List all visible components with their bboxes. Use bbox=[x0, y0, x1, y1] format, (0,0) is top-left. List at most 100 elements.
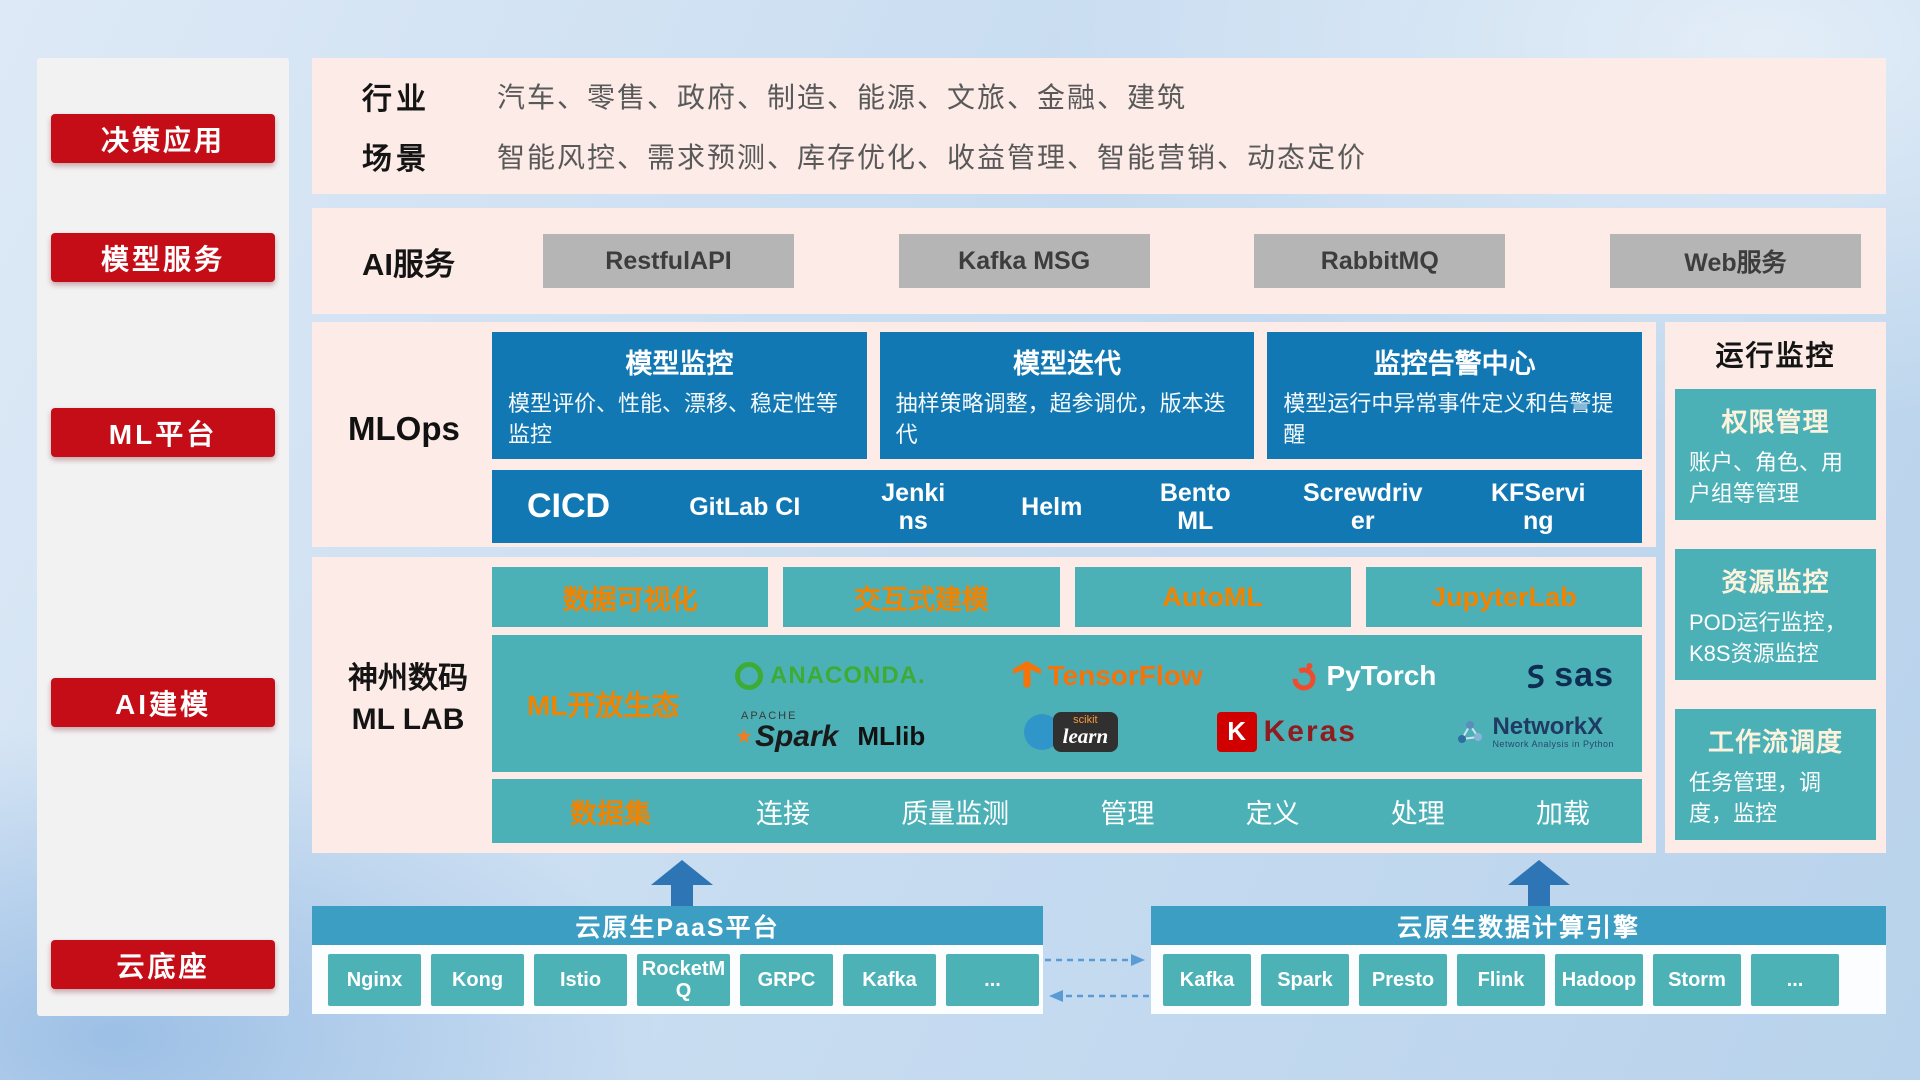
cicd-tool-helm: Helm bbox=[1021, 492, 1083, 521]
dataset-item-define: 定义 bbox=[1245, 798, 1300, 829]
ai-service-panel: AI服务 RestfulAPI Kafka MSG RabbitMQ Web服务 bbox=[312, 208, 1886, 314]
service-rabbitmq: RabbitMQ bbox=[1254, 234, 1506, 288]
apache-label: APACHE bbox=[741, 710, 798, 722]
networkx-name: NetworkX bbox=[1492, 712, 1604, 740]
ai-service-label: AI服务 bbox=[362, 246, 455, 282]
sidebar-item-cloud-base: 云底座 bbox=[51, 940, 275, 989]
engine-header: 云原生数据计算引擎 bbox=[1151, 906, 1886, 945]
cicd-label: CICD bbox=[527, 487, 611, 525]
networkx-logo: NetworkX Network Analysis in Python bbox=[1455, 714, 1614, 749]
keras-wordmark: Keras bbox=[1263, 714, 1357, 748]
mllab-label: 神州数码 ML LAB bbox=[324, 659, 492, 740]
spark-mllib-logo: APACHE ★ Spark MLlib bbox=[735, 711, 925, 752]
cicd-tools: GitLab CI Jenkins Helm BentoML Screwdriv… bbox=[647, 479, 1622, 535]
sas-wordmark: sas bbox=[1554, 656, 1614, 694]
dataset-label: 数据集 bbox=[570, 798, 651, 829]
dataset-item-manage: 管理 bbox=[1100, 798, 1155, 829]
sidebar-item-ai-modeling: AI建模 bbox=[51, 678, 275, 727]
dataset-item-load: 加载 bbox=[1535, 798, 1590, 829]
pytorch-logo: PyTorch bbox=[1289, 660, 1436, 692]
paas-chip-kafka: Kafka bbox=[843, 953, 936, 1006]
mllab-label-line1: 神州数码 bbox=[348, 662, 468, 695]
cicd-tool-kfserving: KFServing bbox=[1491, 478, 1586, 535]
tensorflow-logo: TensorFlow bbox=[1012, 660, 1203, 692]
learn-label: learn bbox=[1062, 723, 1109, 748]
card-permission-management: 权限管理 账户、角色、用户组等管理 bbox=[1675, 389, 1876, 520]
engine-chip-spark: Spark bbox=[1261, 953, 1349, 1006]
sas-icon bbox=[1528, 664, 1544, 688]
card-title: 工作流调度 bbox=[1707, 727, 1843, 757]
card-alert-center: 监控告警中心 模型运行中异常事件定义和告警提醒 bbox=[1267, 332, 1643, 459]
mlops-panel: MLOps 模型监控 模型评价、性能、漂移、稳定性等监控 模型迭代 抽样策略调整… bbox=[312, 322, 1656, 547]
card-body: 抽样策略调整，超参调优，版本迭代 bbox=[895, 391, 1226, 447]
cicd-tool-jenkins: Jenkins bbox=[881, 478, 946, 535]
dataset-bar: 数据集 连接 质量监测 管理 定义 处理 加载 bbox=[492, 779, 1642, 843]
engine-chip-flink: Flink bbox=[1457, 953, 1545, 1006]
ecosystem-logos: ANACONDA. TensorFlow PyTorch bbox=[705, 652, 1642, 756]
sidebar-item-ml-platform: ML平台 bbox=[51, 408, 275, 457]
sidebar-item-model-service: 模型服务 bbox=[51, 233, 275, 282]
ai-service-buttons: RestfulAPI Kafka MSG RabbitMQ Web服务 bbox=[543, 234, 1861, 288]
cicd-tool-gitlab-ci: GitLab CI bbox=[689, 492, 801, 521]
industry-label: 行业 bbox=[362, 83, 430, 116]
paas-strip: Nginx Kong Istio RocketMQ GRPC Kafka ... bbox=[312, 945, 1043, 1014]
networkx-wordmark: NetworkX Network Analysis in Python bbox=[1492, 714, 1614, 749]
engine-chip-hadoop: Hadoop bbox=[1555, 953, 1643, 1006]
card-title: 模型监控 bbox=[625, 349, 734, 379]
card-body: 模型评价、性能、漂移、稳定性等监控 bbox=[508, 391, 839, 447]
pytorch-wordmark: PyTorch bbox=[1326, 659, 1437, 691]
tool-jupyterlab: JupyterLab bbox=[1365, 567, 1642, 627]
service-restfulapi: RestfulAPI bbox=[543, 234, 794, 288]
tool-data-visualization: 数据可视化 bbox=[492, 567, 769, 627]
dataset-item-connect: 连接 bbox=[756, 798, 810, 829]
card-body: 任务管理，调度，监控 bbox=[1689, 770, 1822, 826]
networkx-icon bbox=[1458, 720, 1483, 743]
networkx-subtitle: Network Analysis in Python bbox=[1492, 739, 1614, 750]
mllab-panel: 神州数码 ML LAB 数据可视化 交互式建模 AutoML JupyterLa… bbox=[312, 557, 1656, 853]
spark-name: Spark bbox=[754, 720, 839, 753]
scikit-learn-badge: scikit learn bbox=[1052, 711, 1119, 752]
card-title: 资源监控 bbox=[1721, 567, 1830, 597]
mllib-wordmark: MLlib bbox=[857, 721, 926, 751]
mllab-label-line2: ML LAB bbox=[351, 702, 465, 736]
mllab-tools-row: 数据可视化 交互式建模 AutoML JupyterLab bbox=[492, 567, 1642, 627]
spark-star-icon: ★ bbox=[735, 726, 753, 748]
engine-chip-storm: Storm bbox=[1653, 953, 1741, 1006]
monitor-title: 运行监控 bbox=[1715, 340, 1836, 371]
runtime-monitor-panel: 运行监控 权限管理 账户、角色、用户组等管理 资源监控 POD运行监控，K8S资… bbox=[1665, 322, 1886, 853]
dataset-item-process: 处理 bbox=[1390, 798, 1445, 829]
paas-chip-kong: Kong bbox=[431, 953, 524, 1006]
card-body: 账户、角色、用户组等管理 bbox=[1689, 450, 1844, 506]
industry-row: 行业 汽车、零售、政府、制造、能源、文旅、金融、建筑 bbox=[362, 74, 1886, 118]
scikit-label: scikit bbox=[1073, 713, 1098, 726]
up-arrow-paas bbox=[651, 860, 713, 906]
card-model-monitoring: 模型监控 模型评价、性能、漂移、稳定性等监控 bbox=[492, 332, 867, 459]
logo-row-1: ANACONDA. TensorFlow PyTorch bbox=[735, 652, 1614, 700]
tool-automl: AutoML bbox=[1074, 567, 1351, 627]
tool-interactive-modeling: 交互式建模 bbox=[783, 567, 1060, 627]
sidebar-item-decision-apps: 决策应用 bbox=[51, 114, 275, 163]
logo-row-2: APACHE ★ Spark MLlib scikit learn bbox=[735, 708, 1614, 756]
tensorflow-icon bbox=[1012, 660, 1041, 688]
paas-header: 云原生PaaS平台 bbox=[312, 906, 1043, 945]
engine-chip-kafka: Kafka bbox=[1163, 953, 1251, 1006]
keras-icon: K bbox=[1216, 711, 1257, 752]
sas-logo: sas bbox=[1523, 656, 1614, 695]
mlops-label: MLOps bbox=[348, 410, 460, 447]
paas-chip-nginx: Nginx bbox=[328, 953, 421, 1006]
card-title: 监控告警中心 bbox=[1373, 349, 1536, 379]
engine-chip-more: ... bbox=[1751, 953, 1839, 1006]
mlops-cards: 模型监控 模型评价、性能、漂移、稳定性等监控 模型迭代 抽样策略调整，超参调优，… bbox=[492, 332, 1643, 459]
scene-label: 场景 bbox=[362, 143, 430, 176]
paas-chip-grpc: GRPC bbox=[740, 953, 833, 1006]
card-resource-monitoring: 资源监控 POD运行监控，K8S资源监控 bbox=[1675, 549, 1876, 680]
card-body: 模型运行中异常事件定义和告警提醒 bbox=[1283, 391, 1614, 447]
ml-ecosystem-box: ML开放生态 ANACONDA. TensorFlow bbox=[492, 635, 1642, 772]
card-model-iteration: 模型迭代 抽样策略调整，超参调优，版本迭代 bbox=[879, 332, 1255, 459]
service-web: Web服务 bbox=[1609, 234, 1861, 288]
left-category-sidebar: 决策应用 模型服务 ML平台 AI建模 云底座 bbox=[37, 58, 289, 1016]
paas-chip-istio: Istio bbox=[534, 953, 627, 1006]
dataset-item-quality: 质量监测 bbox=[901, 798, 1010, 829]
paas-chip-more: ... bbox=[946, 953, 1039, 1006]
